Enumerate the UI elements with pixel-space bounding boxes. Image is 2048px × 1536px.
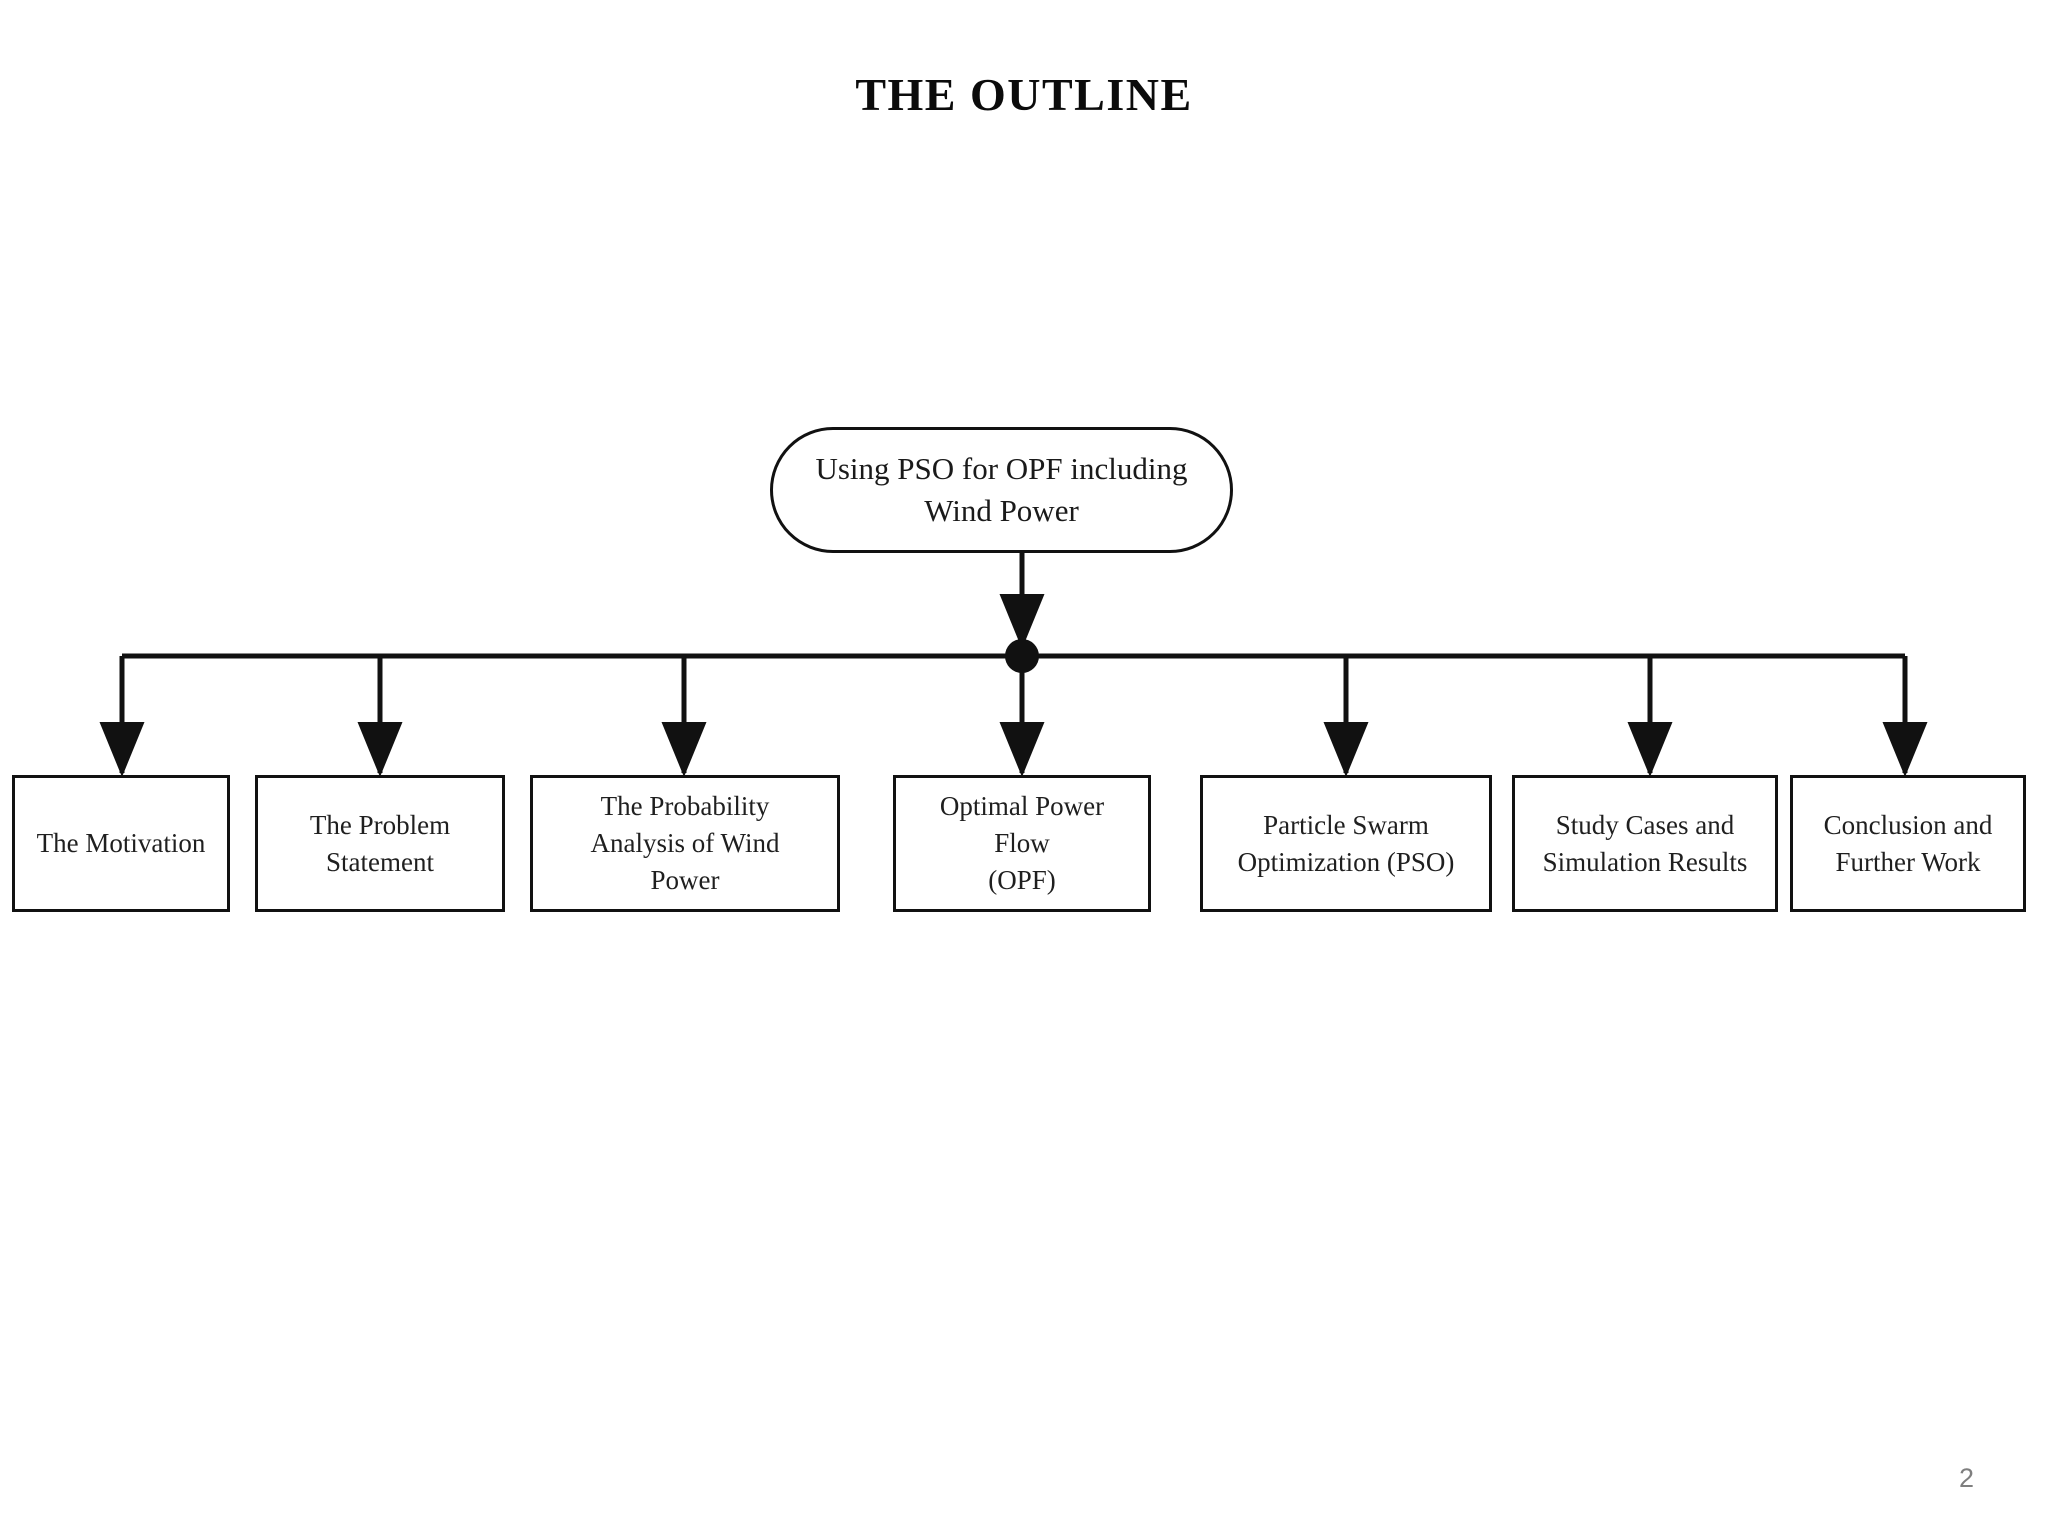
junction-dot xyxy=(1005,639,1039,673)
node-label: Study Cases and Simulation Results xyxy=(1542,809,1748,877)
root-node-using-pso-for-opf[interactable]: Using PSO for OPF including Wind Power xyxy=(770,427,1233,553)
node-label: Particle Swarm Optimization (PSO) xyxy=(1237,809,1455,877)
node-the-problem-statement[interactable]: The Problem Statement xyxy=(255,775,505,912)
node-label: Conclusion and Further Work xyxy=(1823,809,1993,877)
node-study-cases-and-simulation-results[interactable]: Study Cases and Simulation Results xyxy=(1512,775,1778,912)
root-node-label: Using PSO for OPF including Wind Power xyxy=(815,451,1188,528)
node-the-probability-analysis-of-wind-power[interactable]: The Probability Analysis of Wind Power xyxy=(530,775,840,912)
node-label: Optimal Power Flow (OPF) xyxy=(939,791,1105,895)
node-optimal-power-flow-opf[interactable]: Optimal Power Flow (OPF) xyxy=(893,775,1151,912)
node-particle-swarm-optimization-pso[interactable]: Particle Swarm Optimization (PSO) xyxy=(1200,775,1492,912)
node-label: The Probability Analysis of Wind Power xyxy=(590,791,780,895)
page-number: 2 xyxy=(1958,1463,1974,1493)
page-title: THE OUTLINE xyxy=(855,69,1193,120)
node-label: The Problem Statement xyxy=(309,809,451,877)
node-the-motivation[interactable]: The Motivation xyxy=(12,775,230,912)
node-conclusion-and-further-work[interactable]: Conclusion and Further Work xyxy=(1790,775,2026,912)
node-label: The Motivation xyxy=(36,828,206,859)
